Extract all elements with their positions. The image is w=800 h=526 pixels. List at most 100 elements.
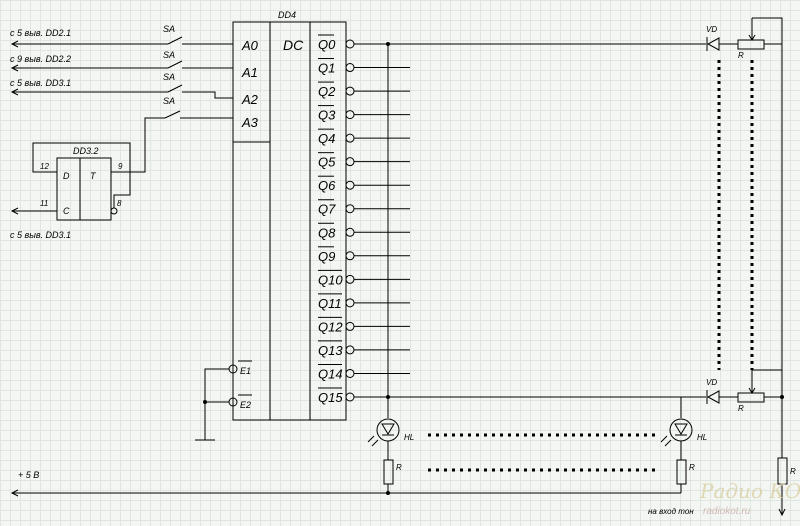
dd4-output-bubble-q4 xyxy=(345,133,355,143)
dd4-output-label-q13: Q13 xyxy=(318,343,343,358)
hl1-ray-1 xyxy=(367,435,375,443)
switch-label-2: SA xyxy=(163,50,175,60)
dd4-output-bubble-q8 xyxy=(345,227,355,237)
dd4-pin-a2: A2 xyxy=(241,92,259,107)
input-label-3: с 5 выв. DD3.1 xyxy=(10,78,71,88)
r-top-wiper-arrow xyxy=(748,34,756,41)
dd32-t: T xyxy=(90,171,97,181)
dd32-label: DD3.2 xyxy=(73,146,99,156)
hl2-body xyxy=(669,418,693,442)
dd4-output-bubble-q12 xyxy=(345,321,355,331)
watermark-logo: Радио КОТ xyxy=(699,479,800,503)
switch-4[interactable] xyxy=(164,110,181,119)
dd4-output-bubble-q5 xyxy=(345,157,355,167)
hl2-ray-2 xyxy=(664,439,672,447)
dd4-output-label-q10: Q10 xyxy=(318,272,343,287)
r-top-pot xyxy=(737,39,765,50)
r-load-label: R xyxy=(790,467,796,476)
dd4-output-bubble-q1 xyxy=(345,63,355,73)
power-label: + 5 В xyxy=(18,470,39,480)
hl1-ray-2 xyxy=(371,439,379,447)
hl1-r-label: R xyxy=(396,463,402,472)
watermark-url: radiokot.ru xyxy=(703,506,751,517)
dd4-output-bubble-q2 xyxy=(345,86,355,96)
dd32-pin11: 11 xyxy=(40,199,48,208)
dd4-output-label-q2: Q2 xyxy=(318,84,336,99)
hl2-ray-1 xyxy=(660,435,668,443)
arrow-clock xyxy=(10,207,19,215)
hl1-resistor xyxy=(383,459,394,485)
dd4-pin-e2: E2 xyxy=(240,400,251,410)
vd-top-diode xyxy=(706,37,720,51)
dd4-output-bubble-q6 xyxy=(345,180,355,190)
hl2-r-label: R xyxy=(689,463,695,472)
dd4-pin-e1: E1 xyxy=(240,366,251,376)
dd4-output-label-q1: Q1 xyxy=(318,61,335,76)
hl2-resistor xyxy=(676,459,687,485)
enable-wire xyxy=(204,368,229,403)
dd32-body xyxy=(56,157,112,221)
switch-3[interactable] xyxy=(167,84,183,93)
dd4-function-label: DC xyxy=(283,37,304,53)
dd4-output-bubble-q7 xyxy=(345,204,355,214)
hl1-body xyxy=(376,418,400,442)
output-label: на вход тон xyxy=(648,507,694,516)
input-label-1: с 5 выв. DD2.1 xyxy=(10,28,71,38)
vd-bottom-diode xyxy=(706,390,720,404)
dd4-output-label-q8: Q8 xyxy=(318,225,336,240)
dd4-output-label-q0: Q0 xyxy=(318,37,336,52)
dd4-output-bubble-q0 xyxy=(345,39,355,49)
dd4-output-label-q6: Q6 xyxy=(318,178,336,193)
vd-bottom-label: VD xyxy=(706,378,717,387)
dd4-output-bubble-q3 xyxy=(345,110,355,120)
hl2-diode xyxy=(674,423,688,435)
dd32-pin12: 12 xyxy=(40,162,49,171)
dd4-output-label-q14: Q14 xyxy=(318,366,343,381)
dd4-label: DD4 xyxy=(278,10,296,20)
dd32-d: D xyxy=(63,171,70,181)
input-label-2: с 9 выв. DD2.2 xyxy=(10,54,71,64)
dd4-body xyxy=(232,21,347,421)
dd4-output-label-q7: Q7 xyxy=(318,202,336,217)
output-arrow xyxy=(778,508,786,517)
arrow-2 xyxy=(10,64,19,72)
dd4-output-label-q11: Q11 xyxy=(318,296,342,311)
dd4-output-bubble-q14 xyxy=(345,368,355,378)
r-bottom-label: R xyxy=(738,404,744,413)
r-top-loop xyxy=(752,17,783,44)
dd32-pin9: 9 xyxy=(118,162,123,171)
dd4-output-label-q15: Q15 xyxy=(318,390,343,405)
switch-2[interactable] xyxy=(167,60,183,69)
dd4-output-bubble-q9 xyxy=(345,251,355,261)
dd4-output-label-q12: Q12 xyxy=(318,319,343,334)
t-output-wire xyxy=(130,117,165,173)
dd4-output-bubble-q10 xyxy=(345,274,355,284)
switch-1[interactable] xyxy=(167,36,183,45)
power-arrow xyxy=(10,489,19,497)
feedback-wire xyxy=(32,142,131,208)
a2-wire xyxy=(182,91,233,99)
dd4-output-label-q5: Q5 xyxy=(318,155,336,170)
dd4-output-bubble-q11 xyxy=(345,298,355,308)
hl1-diode xyxy=(381,423,395,435)
qbar-bubble xyxy=(110,207,118,215)
r-bottom-pot xyxy=(737,392,765,403)
arrow-1 xyxy=(10,40,19,48)
dd32-pin8: 8 xyxy=(117,199,122,208)
hl1-label: HL xyxy=(404,433,414,442)
dd4-output-bubble-q13 xyxy=(345,345,355,355)
switch-label-4: SA xyxy=(163,96,175,106)
r-top-label: R xyxy=(738,51,744,60)
dd4-pin-a1: A1 xyxy=(241,65,258,80)
hl2-label: HL xyxy=(697,433,707,442)
dd32-c: C xyxy=(63,206,70,216)
dd4-pin-a3: A3 xyxy=(241,115,259,130)
dd4-pin-a0: A0 xyxy=(241,38,259,53)
input-label-4: с 5 выв. DD3.1 xyxy=(10,230,71,240)
switch-label-1: SA xyxy=(163,24,175,34)
arrow-3 xyxy=(10,88,19,96)
dd4-output-label-q9: Q9 xyxy=(318,249,335,264)
